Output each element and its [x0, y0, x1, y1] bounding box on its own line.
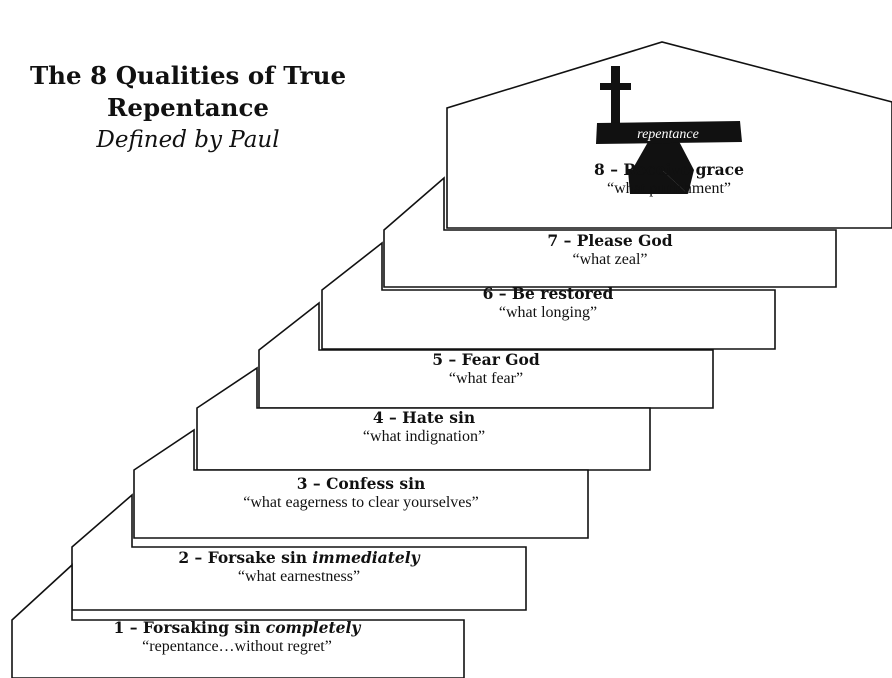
- step-title-text: Confess sin: [326, 474, 426, 493]
- step-4-shape: [196, 366, 651, 471]
- step-6-label: 6 – Be restored“what longing”: [348, 284, 748, 322]
- step-title: 7 – Please God: [547, 231, 673, 250]
- cross-repentance-icon: repentance: [596, 66, 742, 194]
- step-title-text: Please God: [576, 231, 673, 250]
- step-title-text: Forsake sin: [207, 548, 307, 567]
- step-quote: “what indignation”: [362, 428, 486, 445]
- step-2-shape: [71, 493, 527, 611]
- step-number: 8: [594, 160, 605, 179]
- step-quote: “what punishment”: [607, 180, 731, 197]
- step-quote: “what longing”: [498, 304, 598, 321]
- step-title: 2 – Forsake sin immediately: [178, 548, 420, 567]
- step-title-text: Receive grace: [623, 160, 744, 179]
- step-title-text: Fear God: [461, 350, 540, 369]
- step-5-label: 5 – Fear God“what fear”: [286, 350, 686, 388]
- title-line-1: The 8 Qualities of True: [29, 61, 347, 90]
- step-quote: “what eagerness to clear yourselves”: [243, 494, 479, 511]
- step-1-shape: [11, 563, 465, 678]
- step-4-label: 4 – Hate sin“what indignation”: [224, 408, 624, 446]
- title-block: The 8 Qualities of True Repentance Defin…: [8, 60, 368, 156]
- step-title: 8 – Receive grace: [594, 160, 744, 179]
- step-number: 7: [547, 231, 559, 250]
- step-quote: “what zeal”: [572, 251, 648, 268]
- step-quote: “what fear”: [448, 370, 524, 387]
- step-title-text: Forsaking sin: [142, 618, 261, 637]
- step-title: 5 – Fear God: [432, 350, 540, 369]
- step-6-shape: [321, 241, 776, 350]
- step-number: 1: [113, 618, 125, 637]
- step-3-shape: [133, 428, 589, 539]
- step-title-text: Hate sin: [402, 408, 476, 427]
- step-number: 4: [372, 408, 384, 427]
- step-title: 6 – Be restored: [482, 284, 614, 303]
- sign-text: repentance: [637, 127, 699, 142]
- step-7-label: 7 – Please God“what zeal”: [410, 231, 810, 269]
- step-quote: “what earnestness”: [237, 568, 361, 585]
- subtitle: Defined by Paul: [96, 127, 280, 153]
- step-3-label: 3 – Confess sin“what eagerness to clear …: [161, 474, 561, 512]
- step-quote: “repentance…without regret”: [142, 638, 332, 655]
- step-emphasis: completely: [265, 618, 361, 637]
- step-5-shape: [258, 301, 714, 409]
- step-2-label: 2 – Forsake sin immediately“what earnest…: [99, 548, 499, 586]
- step-number: 5: [432, 350, 444, 369]
- title-line-2: Repentance: [107, 93, 269, 122]
- step-7-shape: [383, 176, 837, 288]
- step-title-text: Be restored: [511, 284, 614, 303]
- step-1-label: 1 – Forsaking sin completely“repentance……: [37, 618, 437, 656]
- step-title: 4 – Hate sin: [372, 408, 476, 427]
- step-title: 1 – Forsaking sin completely: [113, 618, 361, 637]
- step-number: 2: [178, 548, 190, 567]
- step-8-label: 8 – Receive grace“what punishment”: [469, 160, 869, 198]
- step-number: 3: [296, 474, 308, 493]
- step-number: 6: [482, 284, 494, 303]
- step-emphasis: immediately: [312, 548, 420, 567]
- step-title: 3 – Confess sin: [296, 474, 426, 493]
